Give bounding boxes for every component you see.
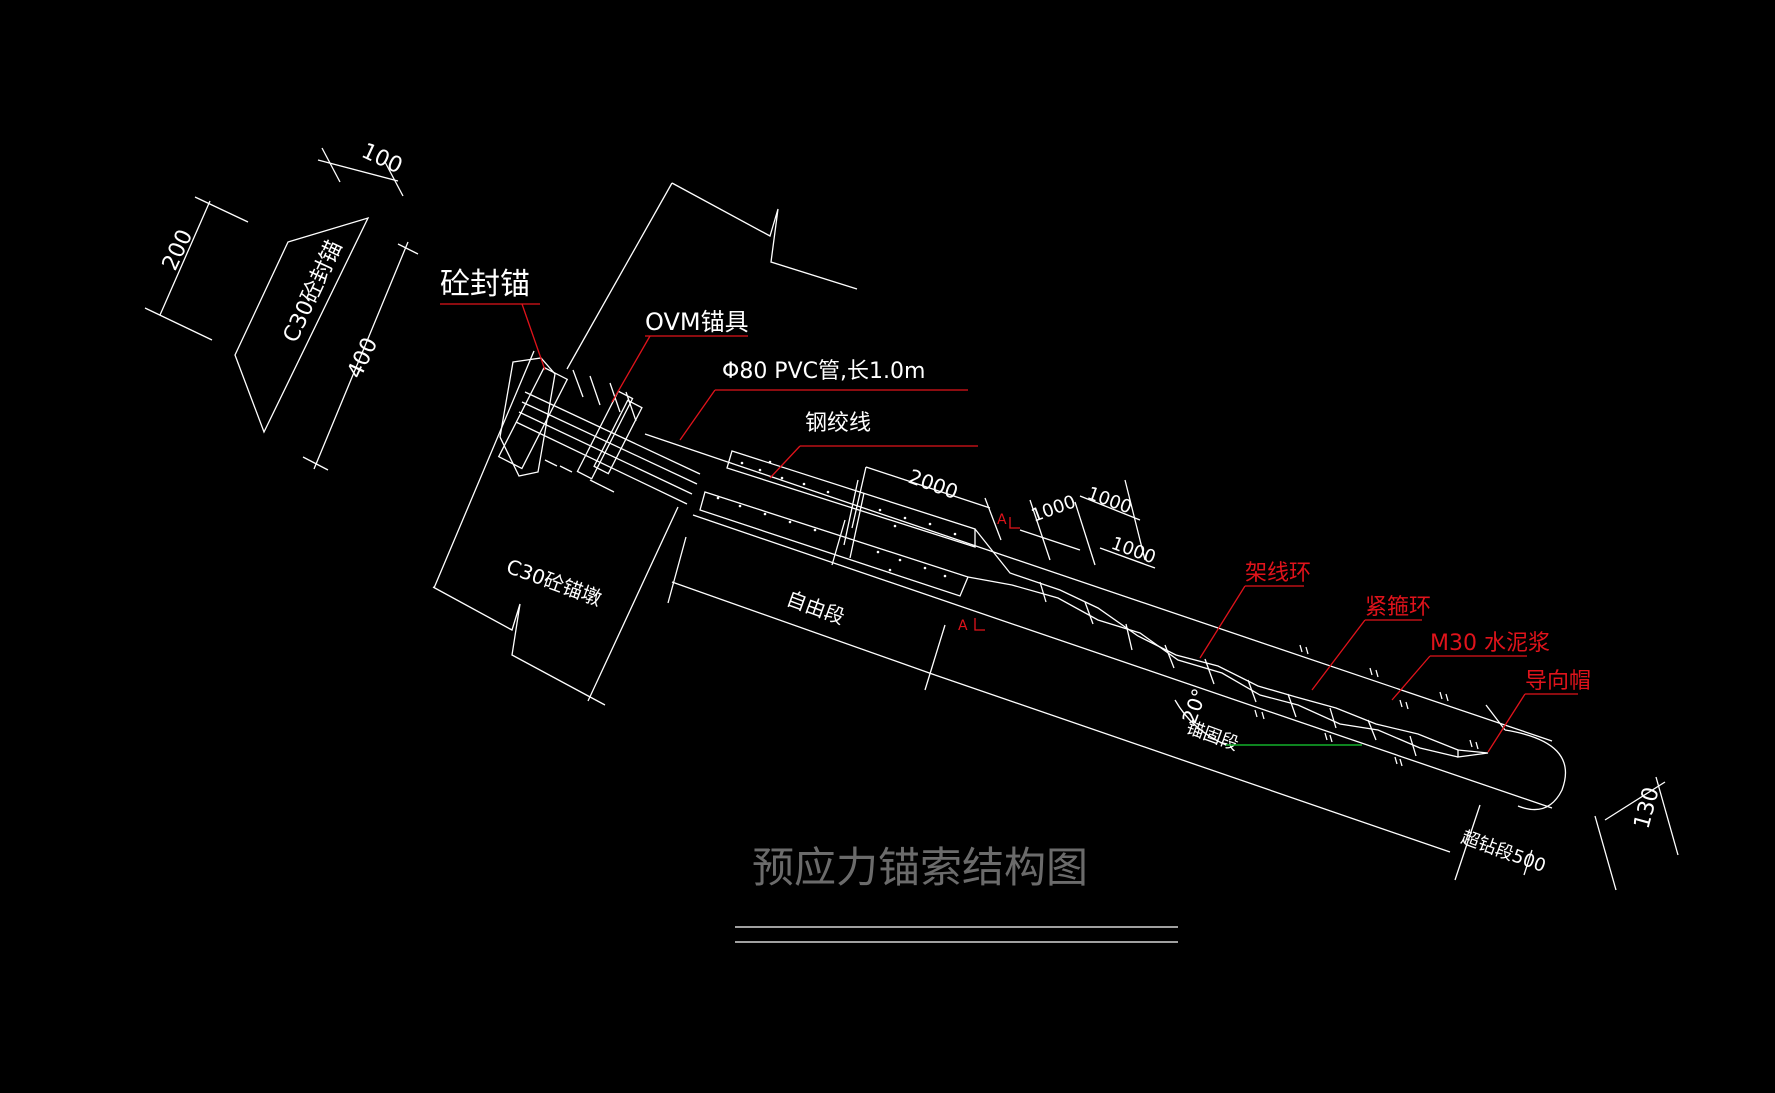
guide-cap — [1457, 749, 1489, 758]
grout-band-lower — [699, 491, 969, 597]
inclination-angle: 20° — [1174, 685, 1362, 746]
guide-cap-label: 导向帽 — [1525, 669, 1591, 694]
extra-length-label: 超钻段500 — [1458, 827, 1548, 877]
dim-label-100: 100 — [357, 139, 406, 179]
borehole-line-lower — [692, 514, 1553, 809]
anchor-bulb-upper — [974, 528, 1459, 751]
dim-label-1000-c: 1000 — [1108, 533, 1158, 568]
section-marks: A A — [958, 512, 1020, 634]
drawing-title-block: 预应力锚索结构图 — [735, 843, 1178, 943]
borehole-line-upper — [644, 433, 1553, 742]
dim-line-400 — [313, 241, 409, 470]
borehole-end — [1504, 729, 1567, 811]
pier-label: C30砼锚墩 — [503, 554, 605, 611]
angle-label: 20° — [1177, 685, 1212, 727]
section-mark-bottom: A — [958, 618, 968, 634]
anchor-head — [497, 357, 701, 505]
ovm-anchor-label: OVM锚具 — [645, 308, 749, 336]
slope-line-lower — [587, 506, 679, 702]
pvc-pipe-label: Φ80 PVC管,长1.0m — [722, 359, 925, 384]
grout-label: M30 水泥浆 — [1430, 631, 1550, 656]
dim-label-1000-a: 1000 — [1029, 491, 1079, 526]
seal-anchor-block-outline — [234, 216, 370, 434]
dim-line-200 — [159, 200, 211, 316]
tie-ring-label: 紧箍环 — [1365, 595, 1431, 620]
break-line-top — [671, 182, 858, 290]
pier-inner-line — [433, 350, 535, 589]
dim-line-100 — [317, 159, 399, 182]
ovm-anchor-plate — [576, 390, 634, 480]
dim-label-2000: 2000 — [905, 464, 961, 504]
grout-hatching — [716, 460, 957, 578]
dim-line-free-section — [671, 581, 936, 676]
seal-anchor-detail: C30砼封锚 100 200 400 — [144, 139, 419, 471]
dim-line-2000 — [865, 466, 991, 509]
ovm-anchor-plate-2 — [593, 399, 643, 475]
dim-label-130: 130 — [1630, 785, 1665, 832]
anchor-bulb-lower — [967, 576, 1459, 758]
dim-label-400: 400 — [343, 334, 383, 383]
break-line-bottom — [432, 586, 606, 706]
anchor-cable-body — [644, 433, 1567, 811]
dim-label-200: 200 — [158, 226, 198, 275]
drawing-title: 预应力锚索结构图 — [752, 843, 1088, 892]
spacer-ring-label: 架线环 — [1245, 561, 1311, 586]
steel-strand-label: 钢绞线 — [805, 411, 871, 436]
slope-line-upper — [566, 182, 673, 370]
free-section-label: 自由段 — [783, 586, 848, 629]
leader-annotations: 砼封锚 OVM锚具 Φ80 PVC管,长1.0m 钢绞线 架线环 紧箍环 M30… — [440, 267, 1591, 753]
section-mark-top: A — [997, 512, 1007, 528]
slope-section: C30砼锚墩 — [432, 182, 858, 706]
seal-anchor-label: 砼封锚 — [440, 267, 530, 302]
